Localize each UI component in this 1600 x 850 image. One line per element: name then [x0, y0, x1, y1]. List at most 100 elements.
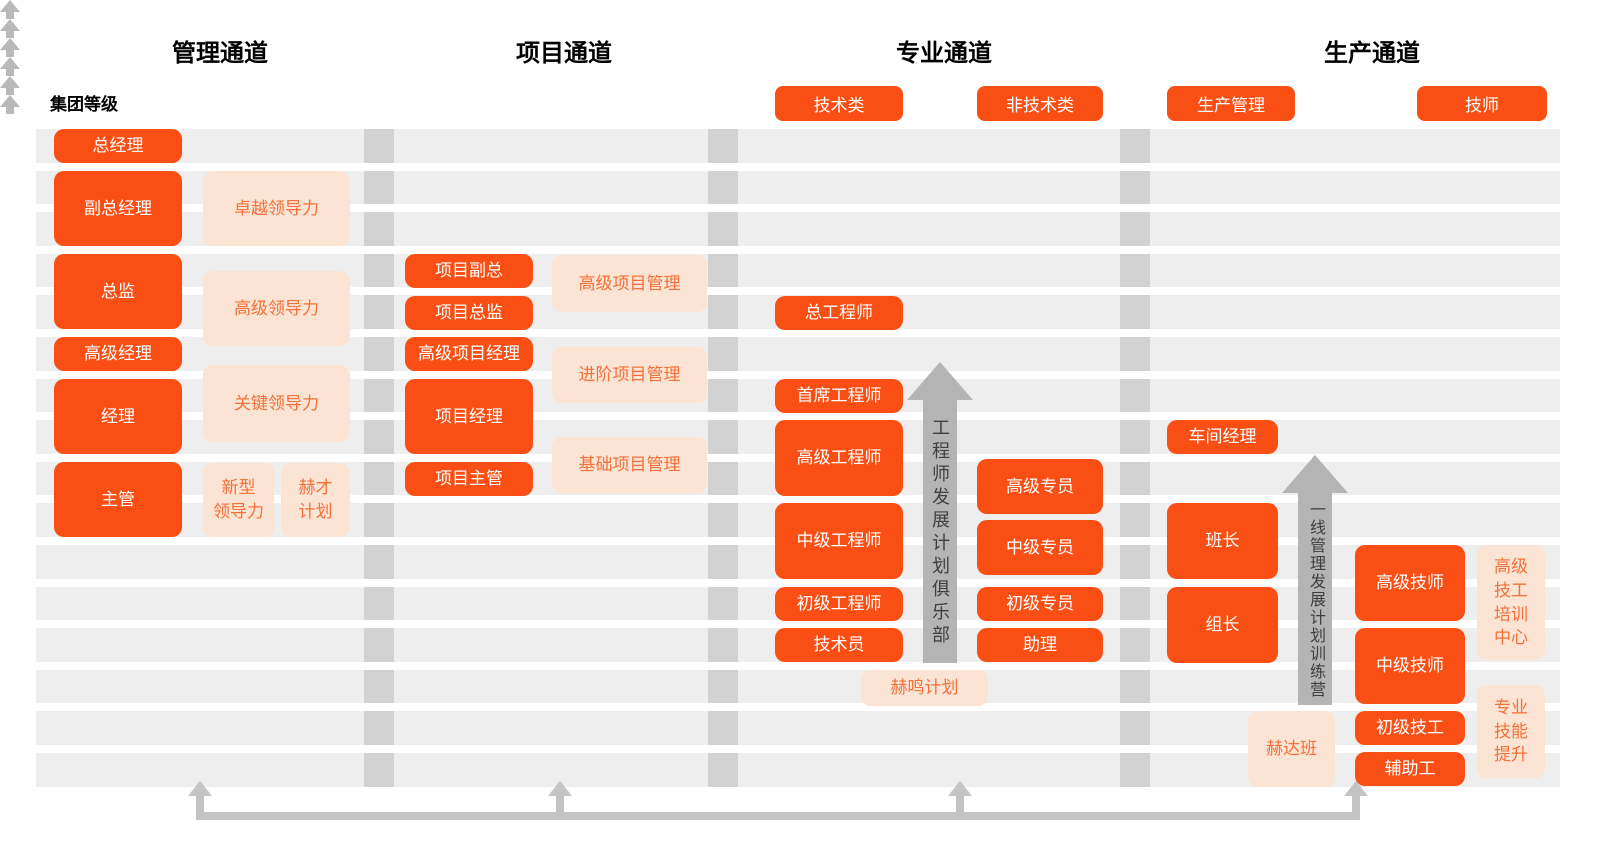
channel-separator-segment: [364, 212, 394, 246]
channel-separator-segment: [364, 503, 394, 537]
engineer-development-arrow-head-icon: [907, 362, 973, 400]
engineer-development-arrow-shaft: [923, 400, 957, 663]
channel-header: 项目通道: [516, 40, 612, 67]
role-box: 项目经理: [405, 379, 533, 454]
up-arrow-icon: [0, 38, 20, 57]
up-arrow-head: [0, 95, 20, 107]
channel-header: 管理通道: [172, 40, 268, 67]
channel-separator-segment: [708, 711, 738, 745]
channel-separator-segment: [708, 545, 738, 579]
channel-separator-segment: [1120, 753, 1150, 787]
channel-separator-segment: [708, 503, 738, 537]
up-arrow-icon: [0, 57, 20, 76]
frontline-management-arrow-shaft: [1298, 493, 1332, 705]
channel-separator-segment: [1120, 295, 1150, 329]
role-box: 项目副总: [405, 254, 533, 288]
role-box: 中级技师: [1355, 628, 1465, 704]
up-arrow-stub: [6, 69, 14, 76]
role-box: 助理: [977, 628, 1103, 662]
up-arrow-stub: [6, 88, 14, 95]
role-box: 总经理: [54, 129, 182, 163]
channel-separator-segment: [708, 170, 738, 205]
bottom-connector-riser: [956, 796, 964, 812]
up-arrow-stub: [6, 31, 14, 38]
role-box: 中级专员: [977, 520, 1103, 575]
program-box: 专业 技能 提升: [1477, 685, 1545, 778]
group-level-label: 集团等级: [50, 95, 118, 114]
up-arrow-icon: [0, 19, 20, 38]
role-box: 初级专员: [977, 587, 1103, 621]
channel-separator-segment: [708, 628, 738, 662]
category-pill: 技术类: [775, 86, 903, 121]
channel-separator-segment: [364, 586, 394, 621]
program-box: 高级项目管理: [552, 255, 707, 312]
role-box: 中级工程师: [775, 503, 903, 579]
channel-separator-segment: [708, 669, 738, 704]
bottom-connector-arrow-icon: [188, 781, 212, 796]
role-box: 总工程师: [775, 296, 903, 330]
channel-separator-segment: [1120, 170, 1150, 205]
channel-separator-segment: [364, 170, 394, 205]
role-box: 项目主管: [405, 462, 533, 496]
role-box: 项目总监: [405, 296, 533, 330]
channel-separator-segment: [1120, 503, 1150, 537]
channel-separator-segment: [364, 753, 394, 787]
channel-separator-segment: [708, 129, 738, 163]
role-box: 辅助工: [1355, 752, 1465, 786]
channel-separator-segment: [364, 129, 394, 163]
channel-separator-segment: [364, 420, 394, 454]
channel-separator-segment: [364, 461, 394, 496]
channel-separator-segment: [708, 295, 738, 329]
channel-separator-segment: [1120, 253, 1150, 288]
up-arrow-head: [0, 57, 20, 69]
bottom-connector-riser: [556, 796, 564, 812]
channel-separator-segment: [708, 212, 738, 246]
up-arrow-stub: [6, 107, 14, 114]
channel-separator-segment: [364, 378, 394, 413]
program-box: 赫达班: [1248, 711, 1335, 787]
channel-separator-segment: [1120, 461, 1150, 496]
role-box: 初级技工: [1355, 711, 1465, 745]
program-box: 高级领导力: [203, 271, 350, 346]
up-arrow-head: [0, 19, 20, 31]
bottom-connector-arrow-icon: [948, 781, 972, 796]
role-box: 初级工程师: [775, 587, 903, 621]
channel-header: 生产通道: [1324, 40, 1420, 67]
channel-separator-segment: [1120, 212, 1150, 246]
channel-separator-segment: [1120, 378, 1150, 413]
up-arrow-stub: [6, 12, 14, 19]
engineer-development-arrow-label: 工程师发展计划俱乐部: [930, 417, 950, 648]
program-box: 进阶项目管理: [552, 347, 707, 403]
role-box: 主管: [54, 462, 182, 537]
program-box: 新型 领导力: [203, 463, 274, 537]
channel-separator-segment: [1120, 711, 1150, 745]
up-arrow-stub: [6, 50, 14, 57]
program-box: 关键领导力: [203, 365, 350, 442]
up-arrow-head: [0, 0, 20, 12]
level-row-stripe: [36, 129, 1560, 163]
channel-separator-segment: [1120, 129, 1150, 163]
role-box: 班长: [1167, 503, 1278, 579]
bottom-connector-line: [196, 812, 1360, 820]
role-box: 高级项目经理: [405, 337, 533, 371]
role-box: 高级经理: [54, 337, 182, 371]
channel-separator-segment: [364, 628, 394, 662]
role-box: 总监: [54, 254, 182, 329]
channel-separator-segment: [364, 711, 394, 745]
up-arrow-icon: [0, 95, 20, 114]
channel-separator-segment: [1120, 669, 1150, 704]
channel-separator-segment: [1120, 586, 1150, 621]
program-box: 卓越领导力: [203, 171, 350, 246]
role-box: 高级工程师: [775, 420, 903, 496]
up-arrow-icon: [0, 76, 20, 95]
role-box: 副总经理: [54, 171, 182, 246]
channel-separator-segment: [708, 753, 738, 787]
role-box: 高级专员: [977, 459, 1103, 514]
role-box: 高级技师: [1355, 545, 1465, 621]
channel-separator-segment: [1120, 545, 1150, 579]
program-box: 基础项目管理: [552, 437, 707, 493]
channel-separator-segment: [364, 545, 394, 579]
channel-header: 专业通道: [896, 40, 992, 67]
channel-separator-segment: [364, 337, 394, 371]
